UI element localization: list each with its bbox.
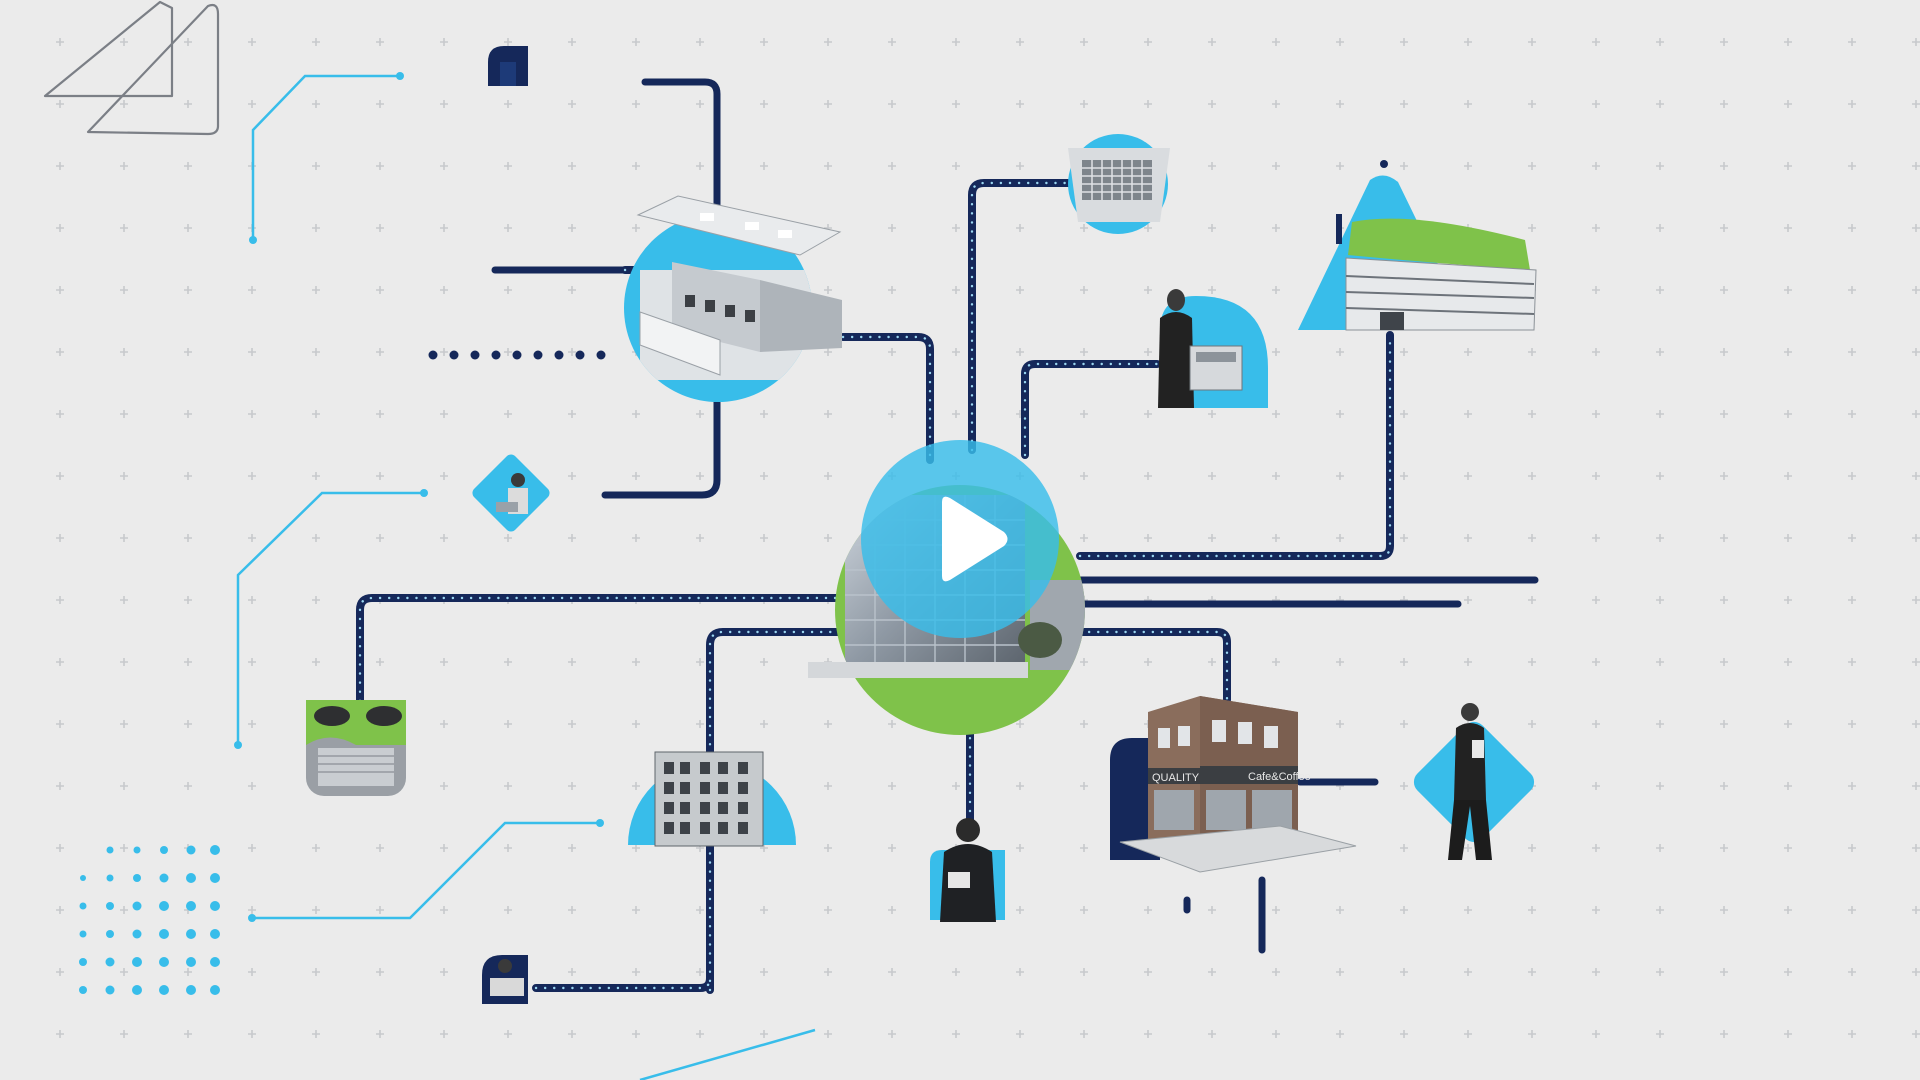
office-interior-icon	[624, 195, 842, 402]
businessman-tablet-icon	[930, 818, 1005, 922]
shop-sign-left: QUALITY	[1152, 772, 1200, 784]
dot-grid-icon	[79, 845, 220, 995]
cafe-storefront-icon: QUALITY Cafe&Coffee	[1110, 696, 1357, 873]
play-button-disc	[861, 440, 1059, 638]
triangle-outline-icon	[43, 0, 220, 136]
network-line-icon	[491, 78, 1539, 954]
network-line-icon	[356, 179, 1394, 994]
woman-copier-icon	[1158, 289, 1268, 408]
network-line-icon	[236, 74, 816, 1080]
typing-hands-icon	[306, 700, 406, 796]
person-laptop-icon	[472, 454, 550, 532]
laptop-keyboard-icon	[1068, 134, 1170, 234]
play-button[interactable]	[861, 440, 1059, 638]
apartment-building-icon	[628, 751, 796, 847]
worker-desk-icon	[488, 46, 528, 86]
dot-row-icon	[428, 350, 606, 360]
hotel-building-icon	[1298, 160, 1537, 331]
woman-phone-icon	[1413, 703, 1535, 860]
shop-sign-right: Cafe&Coffee	[1248, 771, 1311, 783]
worker-desk-icon	[482, 955, 528, 1004]
